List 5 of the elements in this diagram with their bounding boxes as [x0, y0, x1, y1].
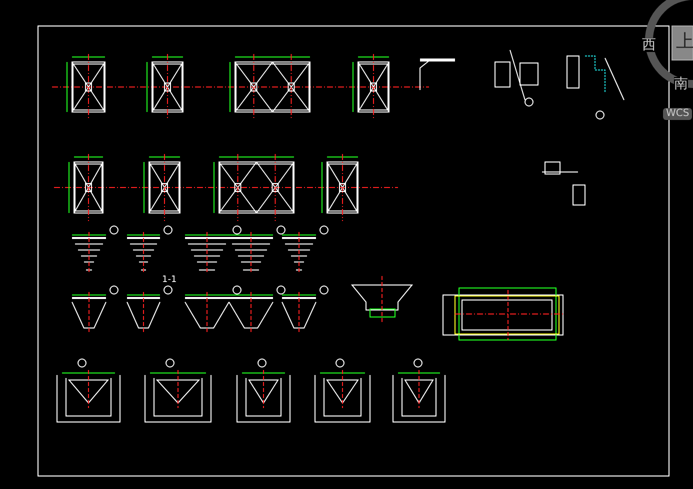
compass-label: 上 [676, 33, 693, 51]
compass-label: 西 [642, 38, 656, 52]
section-label: 1-1 [162, 276, 177, 285]
compass-label: 南 [674, 77, 688, 91]
coordinate-label: WCS [663, 108, 692, 120]
